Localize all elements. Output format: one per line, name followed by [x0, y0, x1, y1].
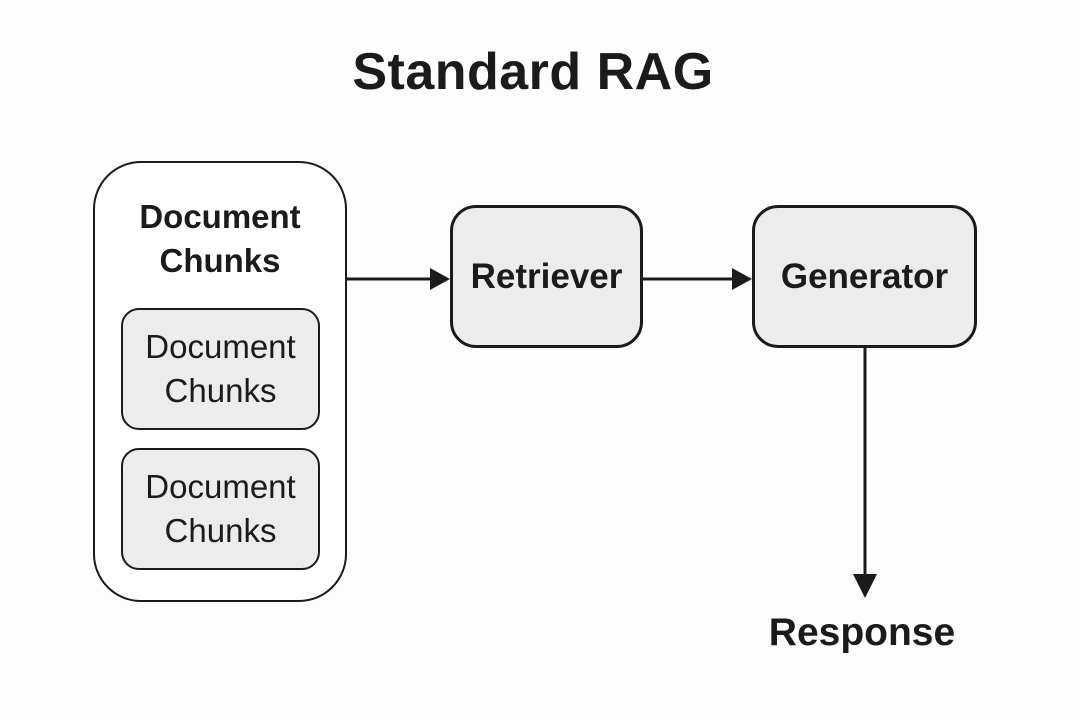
- arrow-retriever-to-generator: [641, 268, 752, 290]
- arrowhead-icon: [853, 574, 877, 598]
- arrow-generator-to-response: [853, 348, 877, 598]
- generator-node-label: Generator: [780, 256, 949, 296]
- retriever-node-label: Retriever: [470, 256, 623, 296]
- document-chunk-label: Document Chunks: [145, 328, 296, 409]
- retriever-node: Retriever: [450, 205, 643, 348]
- generator-node: Generator: [752, 205, 977, 348]
- response-label: Response: [768, 611, 956, 654]
- document-chunk-box: Document Chunks: [121, 448, 320, 570]
- arrowhead-icon: [430, 268, 450, 290]
- diagram-title: Standard RAG: [352, 43, 714, 101]
- document-chunks-group-label: Document Chunks: [139, 198, 301, 279]
- arrow-chunks-to-retriever: [346, 268, 450, 290]
- document-chunks-group: Document Chunks Document Chunks Document…: [93, 161, 347, 602]
- document-chunk-box: Document Chunks: [121, 308, 320, 430]
- document-chunk-label: Document Chunks: [145, 468, 296, 549]
- arrowhead-icon: [732, 268, 752, 290]
